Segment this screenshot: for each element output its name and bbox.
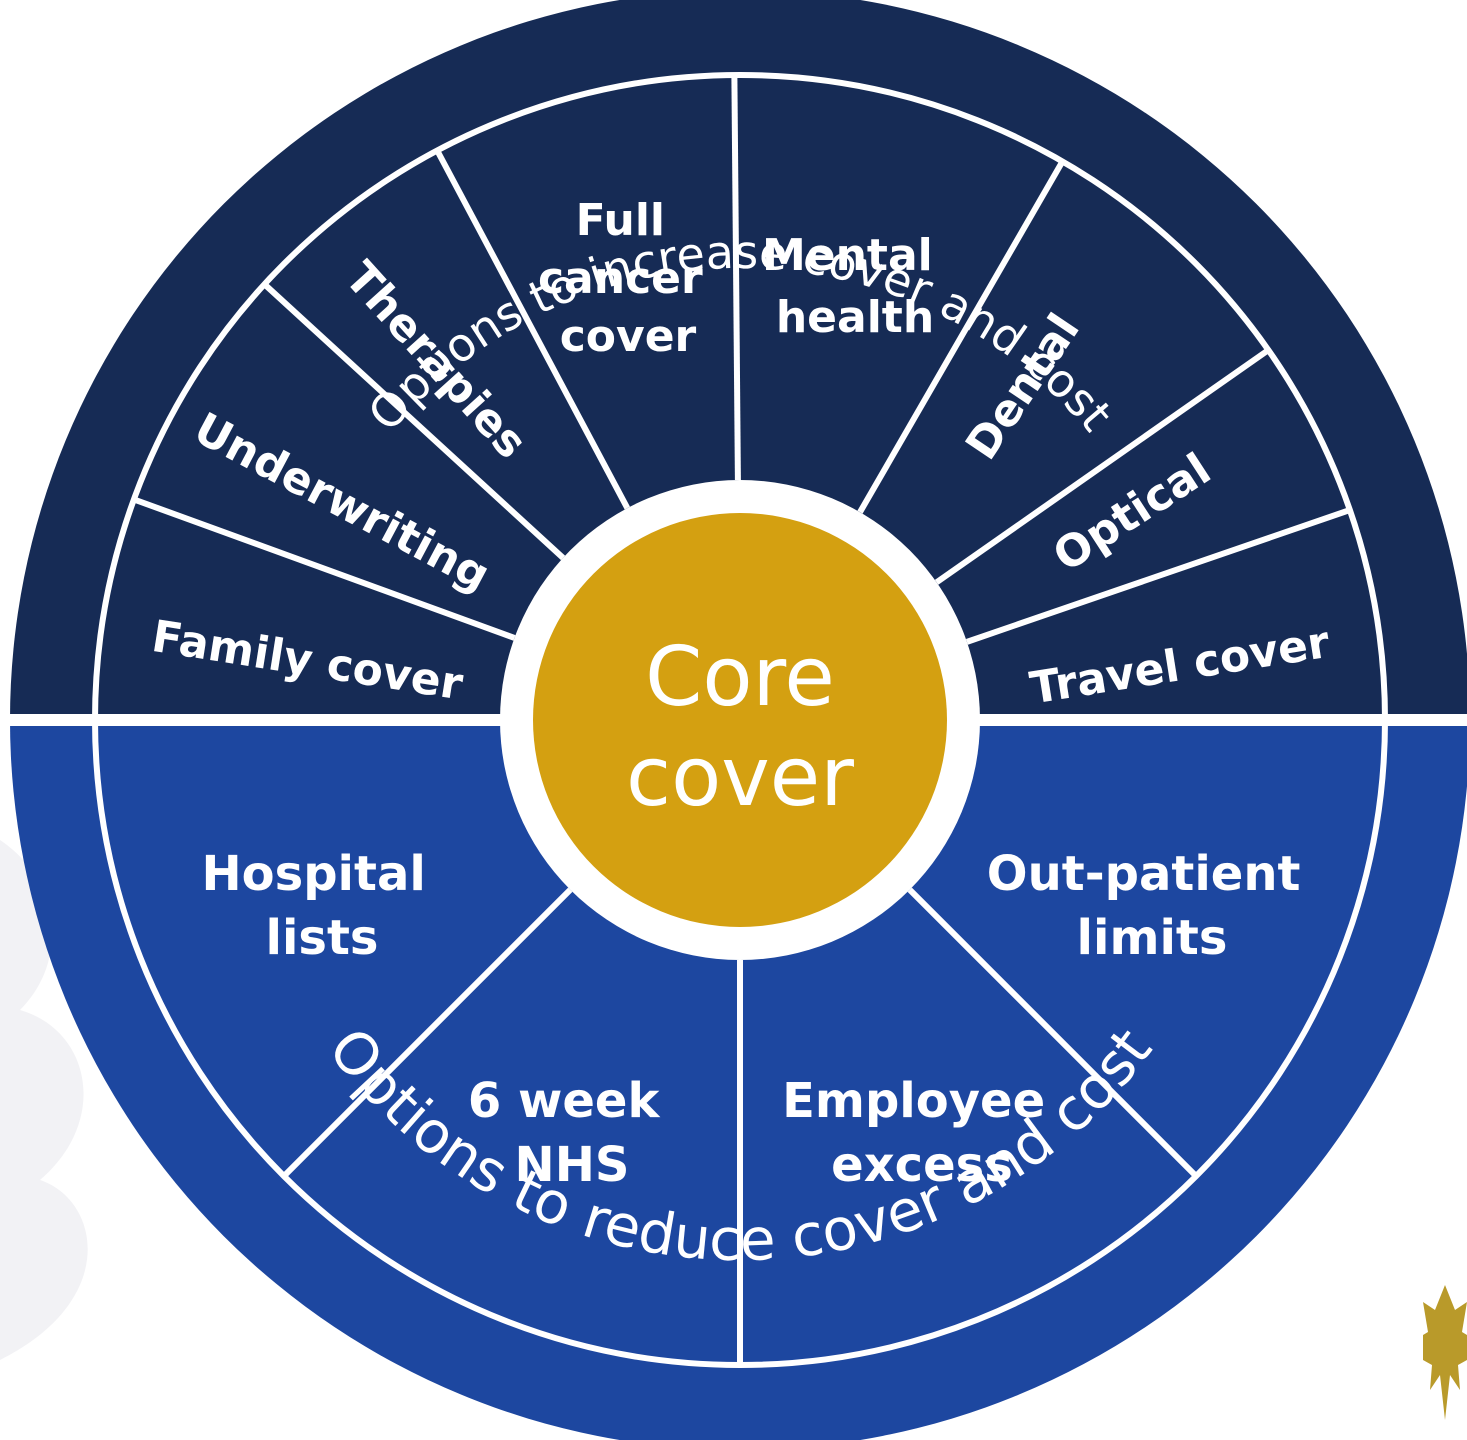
spoke-top-5 <box>934 347 1271 585</box>
spoke-top-1 <box>262 282 566 561</box>
core-label-line2: cover <box>626 730 854 825</box>
spoke-top-3 <box>731 74 741 481</box>
core-circle <box>533 513 947 927</box>
segment-label-hospital-lists: Hospital lists <box>201 846 442 966</box>
segment-label-employee-excess: Employee excess <box>782 1073 1062 1193</box>
spoke-top-2 <box>434 149 630 510</box>
spoke-top-4 <box>857 159 1066 514</box>
segment-label-6-week-nhs: 6 week NHS <box>468 1073 676 1193</box>
spoke-bottom-2 <box>907 887 1199 1179</box>
maple-leaf-icon <box>1423 1285 1467 1420</box>
spoke-top-0 <box>132 496 516 641</box>
segment-spokes <box>132 74 1351 1365</box>
core-label-line1: Core <box>645 630 835 725</box>
segment-label-out-patient-limits: Out-patient limits <box>987 846 1317 966</box>
spoke-bottom-0 <box>281 887 573 1179</box>
segment-label-mental-health: Mental health <box>762 230 948 343</box>
background-leaf-icon <box>0 840 88 1360</box>
spoke-top-6 <box>965 507 1351 645</box>
segment-label-full-cancer-cover: Full cancer cover <box>538 195 718 362</box>
